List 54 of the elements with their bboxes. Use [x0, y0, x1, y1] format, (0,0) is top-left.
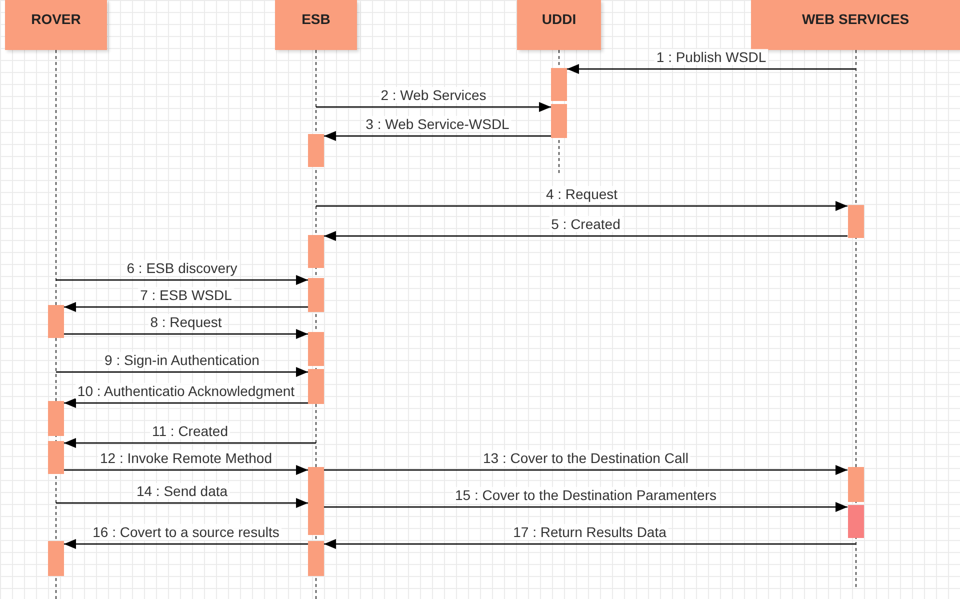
- arrow: [64, 465, 308, 475]
- activation-bar: [308, 235, 324, 268]
- edge-label: 5 : Created: [549, 216, 622, 232]
- arrow: [64, 539, 308, 549]
- edge-label: 16 : Covert to a source results: [90, 524, 282, 540]
- edge-label: 1 : Publish WSDL: [654, 49, 768, 65]
- activation-bar: [308, 467, 324, 535]
- participant-box: ESB: [275, 0, 357, 50]
- arrow: [324, 539, 856, 549]
- edge-label: 6 : ESB discovery: [124, 260, 240, 276]
- arrow: [56, 275, 308, 285]
- arrow: [316, 102, 551, 112]
- edge-label: 14 : Send data: [134, 483, 230, 499]
- arrow: [64, 329, 308, 339]
- edge-label: 10 : Authenticatio Acknowledgment: [75, 383, 297, 399]
- activation-bar: [551, 104, 567, 138]
- arrow: [324, 131, 551, 141]
- edge-label: 15 : Cover to the Destination Paramenters: [453, 487, 718, 503]
- edge-label: 12 : Invoke Remote Method: [98, 450, 274, 466]
- participant-box: UDDI: [517, 0, 601, 50]
- activation-bar: [308, 541, 324, 576]
- edge-label: 17 : Return Results Data: [511, 524, 668, 540]
- edge-label: 3 : Web Service-WSDL: [364, 116, 512, 132]
- activation-bar: [48, 541, 64, 576]
- edge-label: 7 : ESB WSDL: [138, 287, 234, 303]
- arrow: [324, 502, 848, 512]
- activation-bar: [551, 68, 567, 101]
- edge-label: 11 : Created: [150, 423, 230, 439]
- arrow: [64, 302, 308, 312]
- activation-bar: [848, 467, 864, 502]
- arrow: [316, 201, 848, 211]
- arrow: [64, 438, 316, 448]
- arrow: [324, 465, 848, 475]
- activation-bar: [848, 205, 864, 238]
- arrow: [324, 231, 848, 241]
- participant-box: WEB SERVICES: [751, 0, 960, 50]
- activation-bar: [48, 305, 64, 338]
- activation-bar: [308, 278, 324, 312]
- activation-bar: [308, 332, 324, 366]
- activation-bar: [308, 134, 324, 167]
- edge-label: 8 : Request: [148, 314, 224, 330]
- activation-bar: [848, 505, 864, 538]
- activation-bar: [308, 369, 324, 404]
- arrow: [56, 498, 308, 508]
- edge-label: 13 : Cover to the Destination Call: [481, 450, 690, 466]
- edge-label: 2 : Web Services: [378, 87, 488, 103]
- activation-bar: [48, 401, 64, 436]
- arrow: [567, 64, 856, 74]
- participant-box: ROVER: [5, 0, 107, 50]
- arrow: [56, 367, 308, 377]
- edge-label: 4 : Request: [544, 186, 620, 202]
- activation-bar: [48, 441, 64, 474]
- arrow: [64, 398, 308, 408]
- edge-label: 9 : Sign-in Authentication: [102, 352, 262, 368]
